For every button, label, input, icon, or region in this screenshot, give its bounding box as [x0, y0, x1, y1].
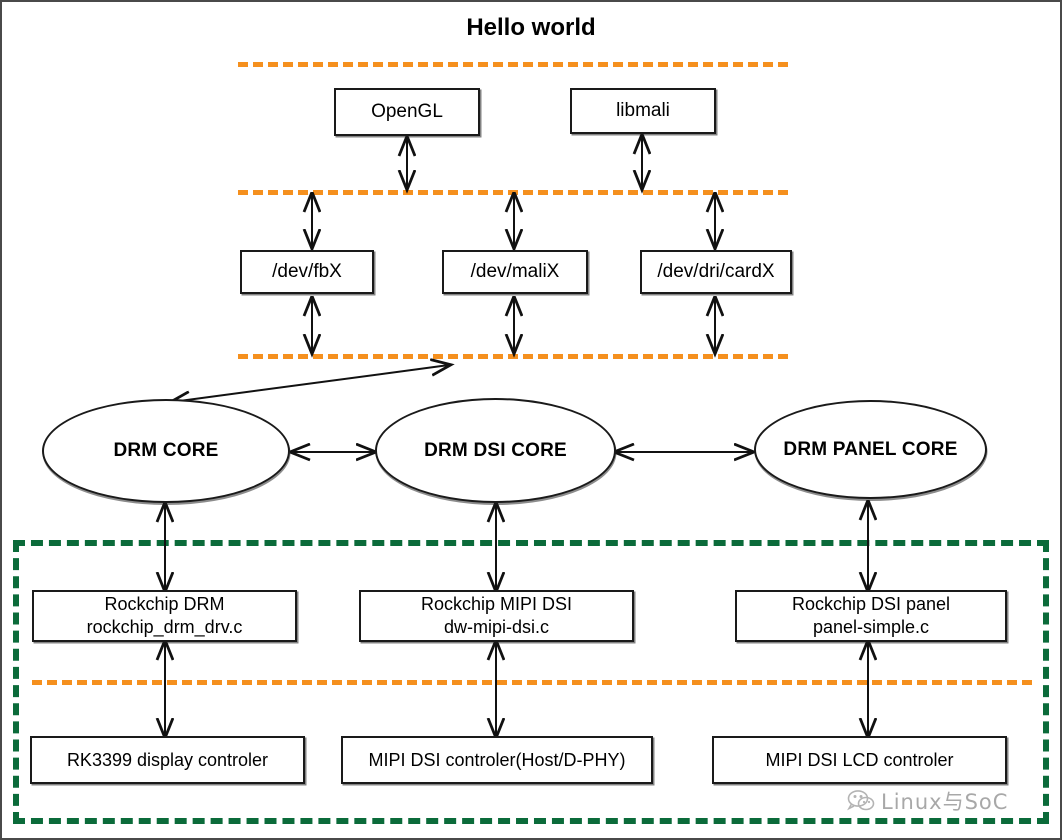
- node-rockchip-mipi-dsi[interactable]: Rockchip MIPI DSI dw-mipi-dsi.c: [359, 590, 634, 642]
- watermark: Linux与SoC: [847, 786, 1008, 816]
- node-rk3399-display-controller[interactable]: RK3399 display controler: [30, 736, 305, 784]
- node-mipi-dsi-lcd-controller[interactable]: MIPI DSI LCD controler: [712, 736, 1007, 784]
- node-dev-fbx[interactable]: /dev/fbX: [240, 250, 374, 294]
- node-mipi-dsi-controller[interactable]: MIPI DSI controler(Host/D-PHY): [341, 736, 653, 784]
- watermark-text: Linux与SoC: [881, 790, 1009, 814]
- node-label-line1: Rockchip MIPI DSI: [420, 594, 573, 615]
- node-drm-dsi-core[interactable]: DRM DSI CORE: [375, 398, 616, 503]
- node-opengl[interactable]: OpenGL: [334, 88, 480, 136]
- node-drm-panel-core[interactable]: DRM PANEL CORE: [754, 400, 987, 499]
- node-label: MIPI DSI controler(Host/D-PHY): [368, 749, 626, 770]
- node-label: DRM DSI CORE: [424, 439, 567, 461]
- node-label: MIPI DSI LCD controler: [765, 749, 954, 770]
- node-label: /dev/maliX: [470, 261, 560, 283]
- divider-driver-hardware: [32, 680, 1032, 685]
- node-label: /dev/fbX: [272, 261, 342, 283]
- node-label: /dev/dri/cardX: [657, 261, 775, 283]
- node-label: DRM CORE: [113, 440, 219, 461]
- divider-devnodes-bottom: [238, 354, 788, 359]
- page-title: Hello world: [466, 14, 596, 41]
- node-label-line2: dw-mipi-dsi.c: [443, 617, 549, 637]
- divider-userspace-top: [238, 62, 788, 67]
- node-label-line1: Rockchip DSI panel: [791, 594, 951, 615]
- node-label: OpenGL: [371, 101, 443, 123]
- node-dev-dri-cardx[interactable]: /dev/dri/cardX: [640, 250, 792, 294]
- node-label: DRM PANEL CORE: [783, 438, 958, 460]
- node-label: RK3399 display controler: [66, 749, 269, 770]
- node-rockchip-dsi-panel[interactable]: Rockchip DSI panel panel-simple.c: [735, 590, 1007, 642]
- node-label: libmali: [616, 100, 670, 122]
- divider-userspace-kernel: [238, 190, 788, 195]
- node-drm-core[interactable]: DRM CORE: [42, 399, 290, 503]
- node-libmali[interactable]: libmali: [570, 88, 716, 134]
- vendor-driver-region: [13, 540, 1049, 824]
- node-label-line1: Rockchip DRM: [104, 594, 225, 615]
- node-rockchip-drm[interactable]: Rockchip DRM rockchip_drm_drv.c: [32, 590, 297, 642]
- node-label-line2: rockchip_drm_drv.c: [86, 617, 243, 637]
- wechat-icon: [847, 790, 875, 811]
- node-label-line2: panel-simple.c: [812, 617, 930, 637]
- node-dev-malix[interactable]: /dev/maliX: [442, 250, 588, 294]
